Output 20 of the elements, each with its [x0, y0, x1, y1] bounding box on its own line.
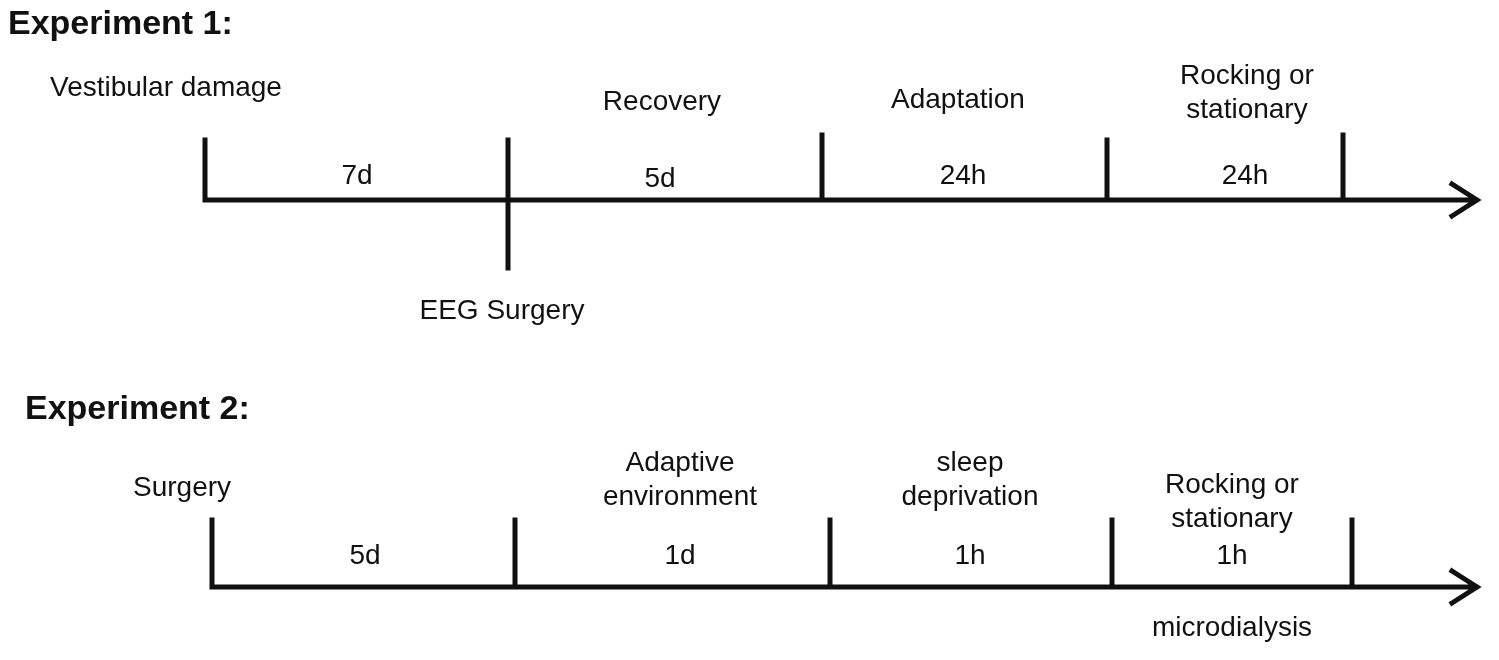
- phase-label: Adaptive environment: [601, 445, 759, 513]
- duration-label: 24h: [938, 158, 988, 192]
- duration-label: 5d: [643, 161, 677, 195]
- event-label: microdialysis: [1150, 610, 1314, 644]
- phase-label: Recovery: [601, 84, 723, 118]
- duration-label: 1d: [663, 538, 697, 572]
- section-heading: Experiment 2:: [25, 387, 250, 427]
- duration-label: 24h: [1220, 158, 1270, 192]
- duration-label: 1h: [1215, 538, 1249, 572]
- phase-label: Rocking or stationary: [1179, 58, 1315, 126]
- section-heading: Experiment 1:: [8, 2, 233, 42]
- event-label: Surgery: [133, 470, 232, 504]
- phase-label: Rocking or stationary: [1164, 467, 1300, 535]
- phase-label: sleep deprivation: [900, 445, 1040, 513]
- event-label: EEG Surgery: [418, 293, 586, 327]
- duration-label: 5d: [348, 538, 382, 572]
- phase-label: Adaptation: [890, 82, 1026, 116]
- duration-label: 1h: [953, 538, 987, 572]
- duration-label: 7d: [340, 158, 374, 192]
- event-label: Vestibular damage: [50, 70, 282, 104]
